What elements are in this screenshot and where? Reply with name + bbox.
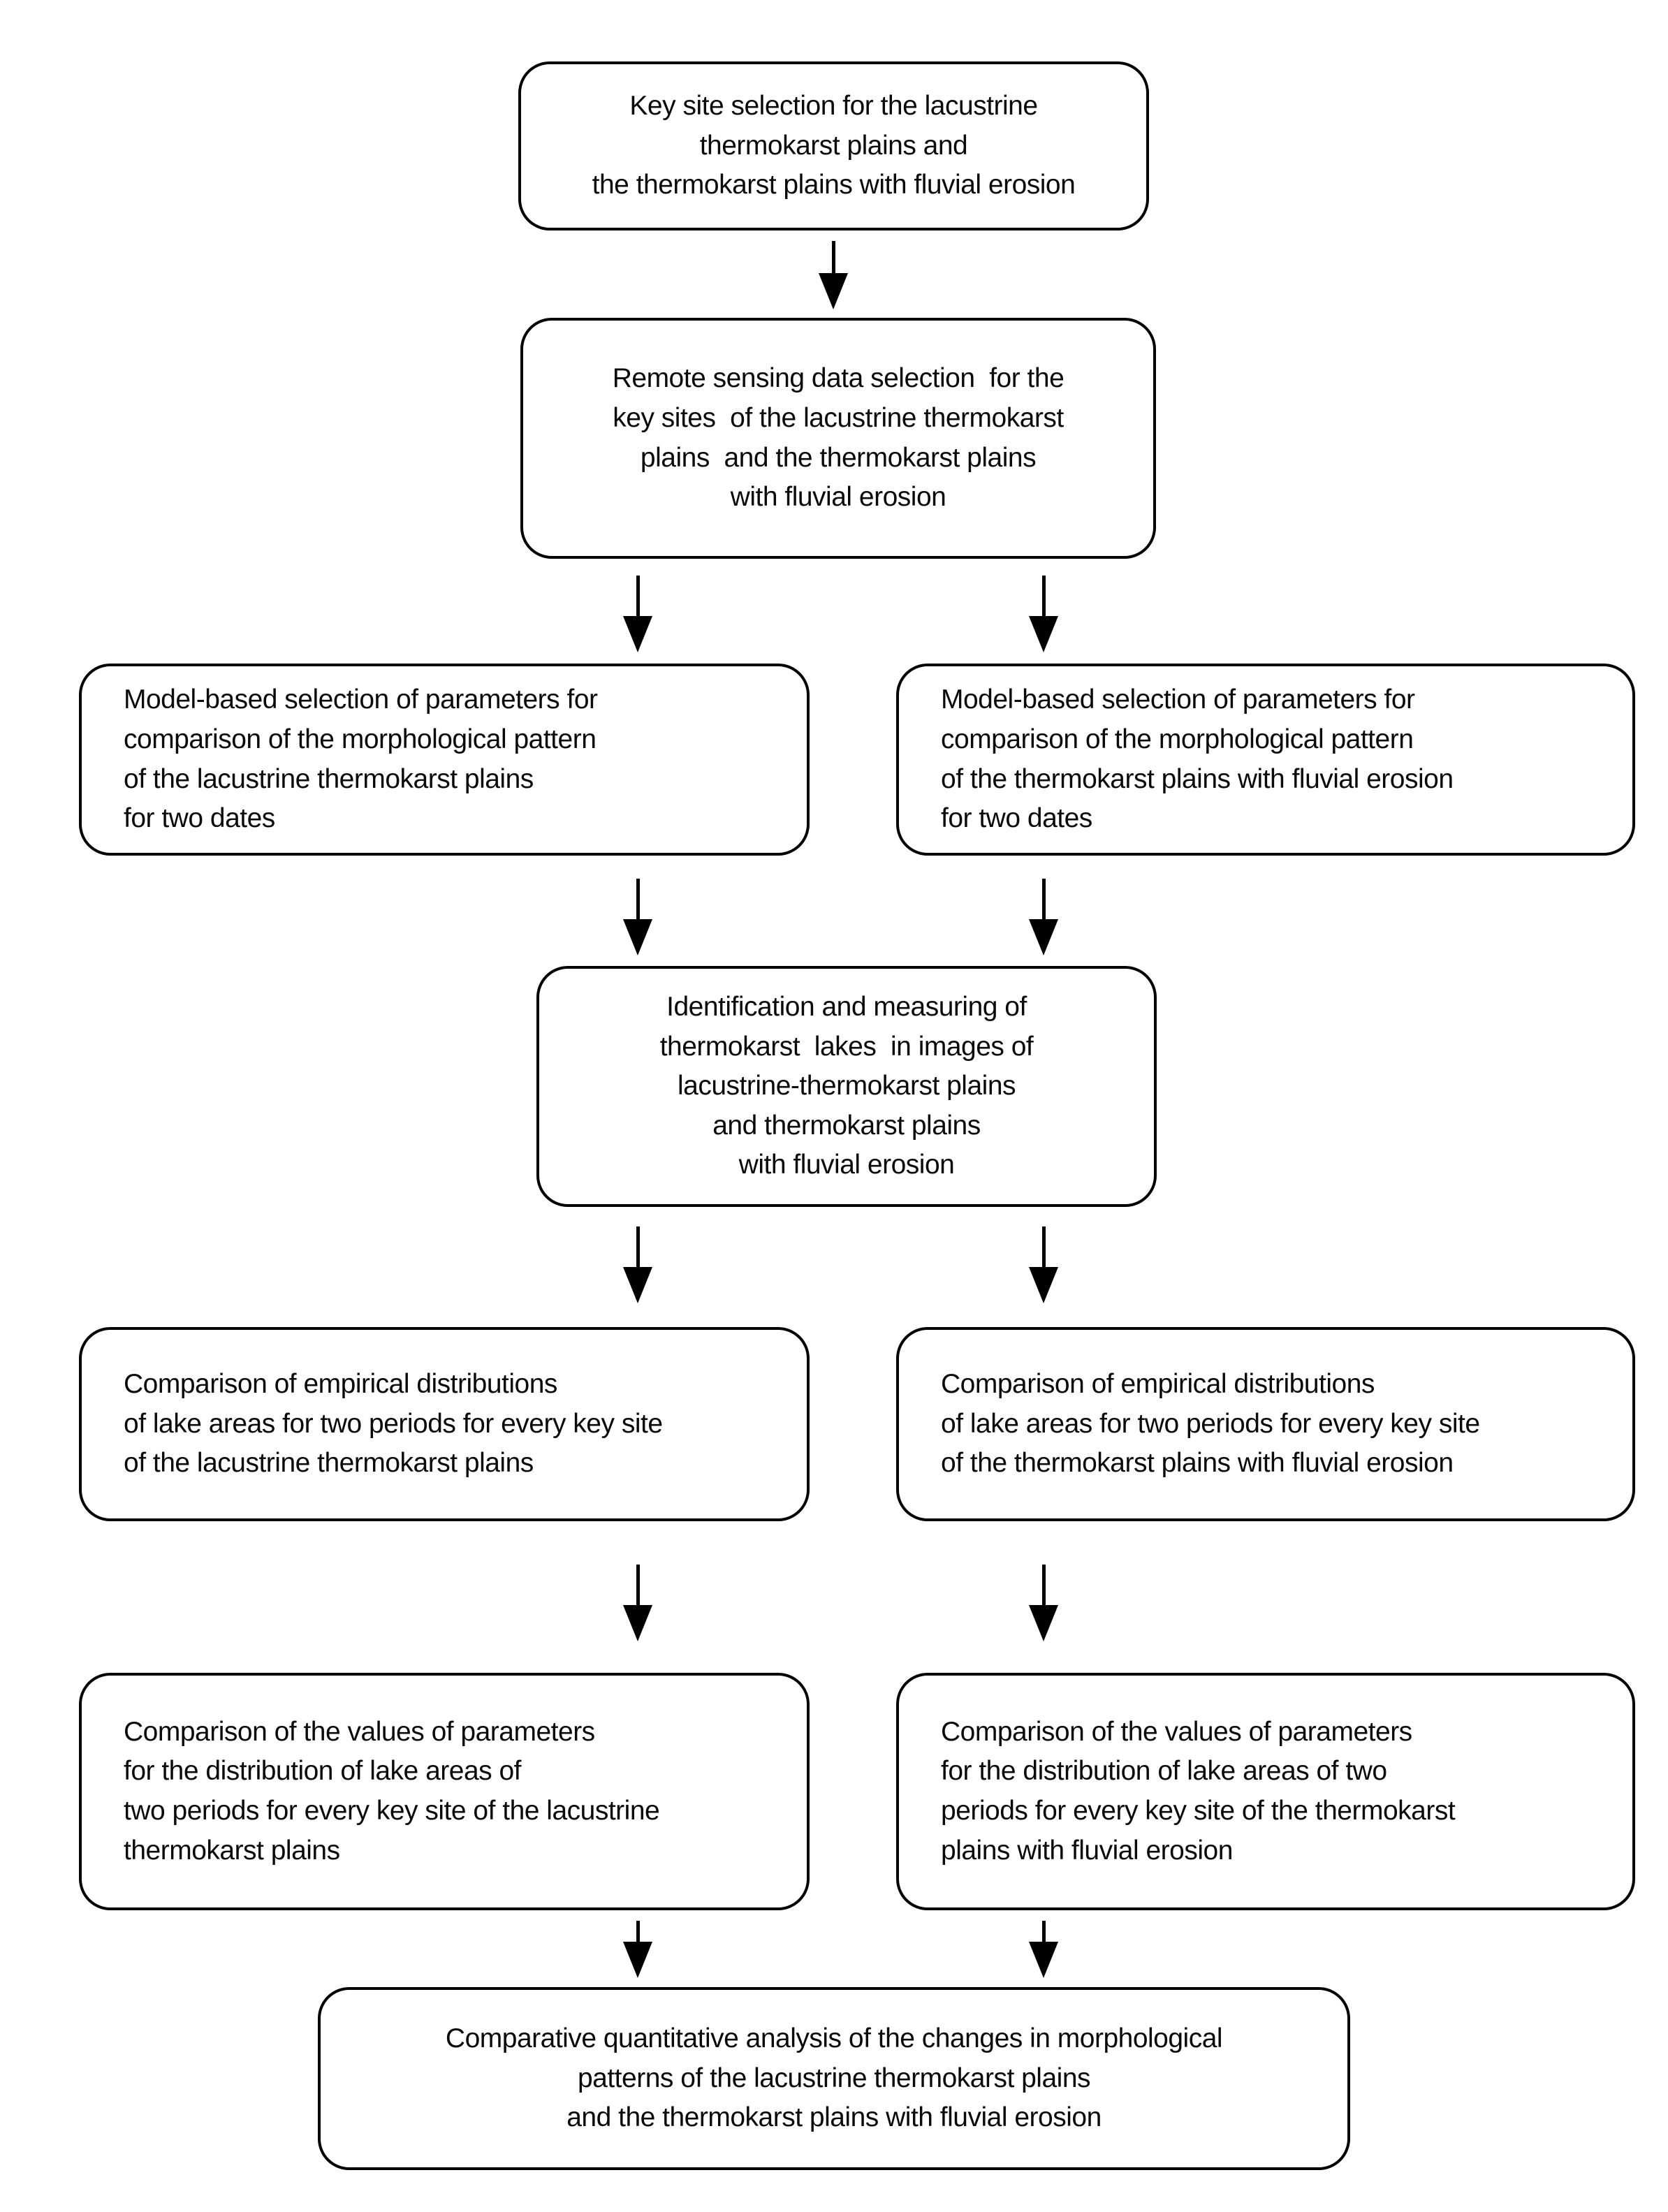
node-model-params-lacustrine: Model-based selection of parameters for … [79, 664, 810, 856]
node-remote-sensing-data-selection: Remote sensing data selection for the ke… [520, 318, 1156, 559]
down-arrow-icon [622, 1226, 653, 1303]
down-arrow-icon [622, 1921, 653, 1978]
down-arrow-icon [1028, 879, 1059, 955]
down-arrow-icon [622, 879, 653, 955]
down-arrow-icon [818, 241, 849, 309]
down-arrow-icon [622, 1565, 653, 1641]
node-identification-measuring: Identification and measuring of thermoka… [536, 966, 1157, 1207]
down-arrow-icon [1028, 1565, 1059, 1641]
down-arrow-icon [622, 576, 653, 652]
down-arrow-icon [1028, 576, 1059, 652]
down-arrow-icon [1028, 1226, 1059, 1303]
node-empirical-dist-lacustrine: Comparison of empirical distributions of… [79, 1327, 810, 1521]
node-key-site-selection: Key site selection for the lacustrine th… [518, 61, 1149, 230]
down-arrow-icon [1028, 1921, 1059, 1978]
node-param-values-lacustrine: Comparison of the values of parameters f… [79, 1673, 810, 1910]
node-comparative-analysis: Comparative quantitative analysis of the… [318, 1987, 1350, 2170]
node-model-params-fluvial-erosion: Model-based selection of parameters for … [896, 664, 1635, 856]
node-param-values-fluvial-erosion: Comparison of the values of parameters f… [896, 1673, 1635, 1910]
node-empirical-dist-fluvial-erosion: Comparison of empirical distributions of… [896, 1327, 1635, 1521]
